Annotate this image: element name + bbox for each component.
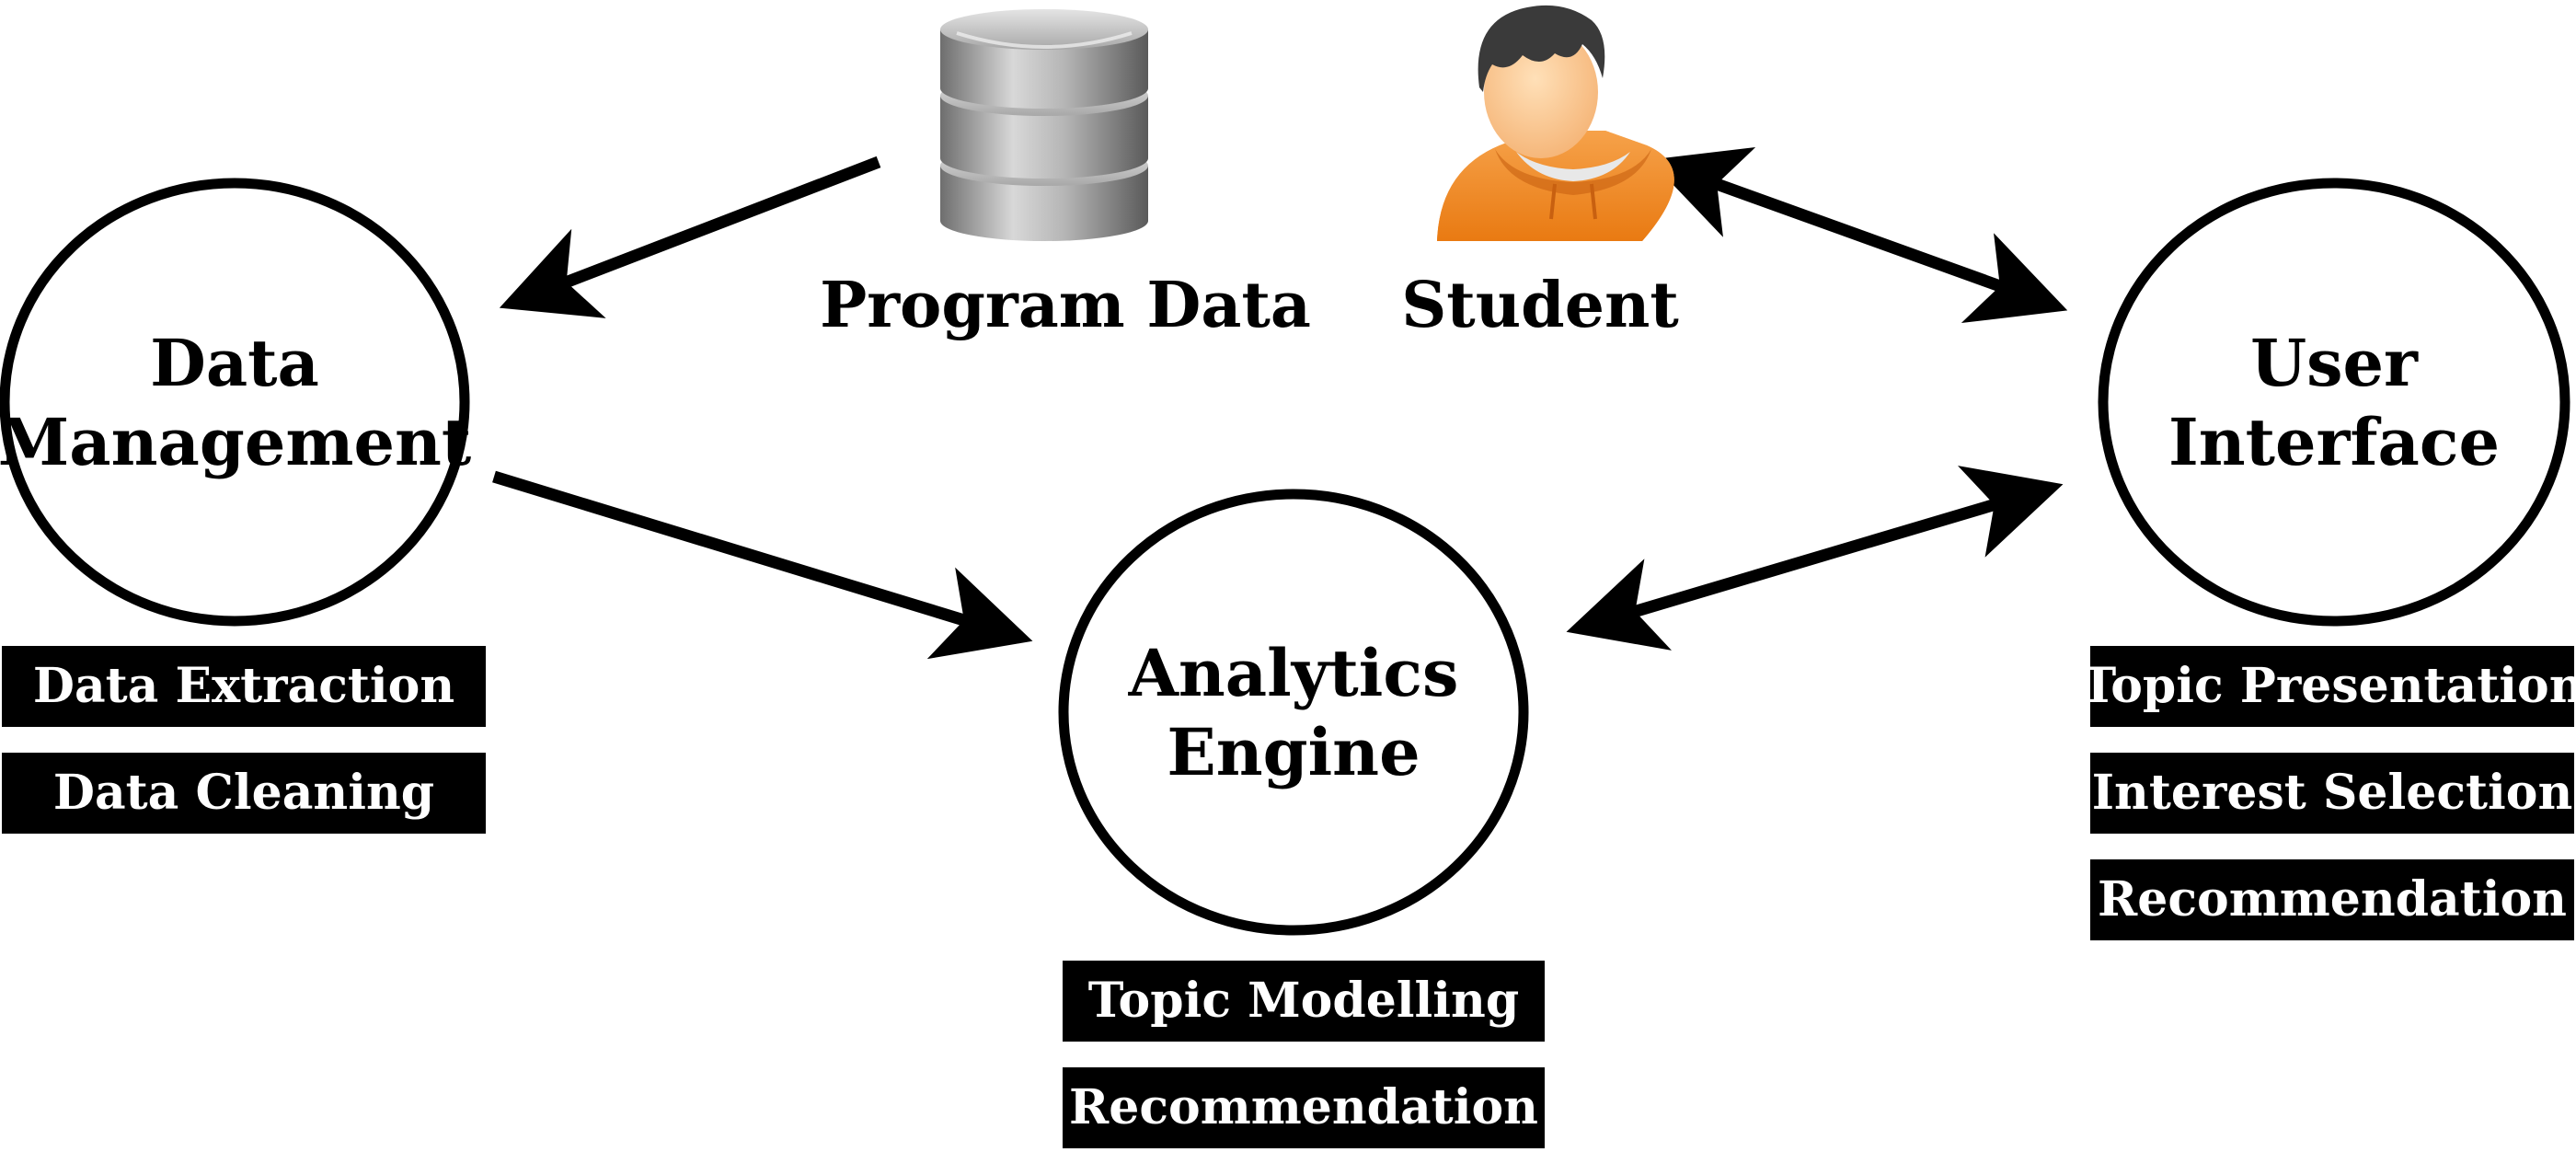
tag-group-data-management: Data Extraction Data Cleaning: [2, 646, 486, 834]
tag-box: [2090, 646, 2574, 727]
node-user-interface-line1: User: [2250, 325, 2419, 401]
tag-box: [2, 646, 486, 727]
node-analytics-engine: Analytics Engine: [1058, 489, 1529, 936]
node-user-interface: User Interface: [2098, 178, 2570, 627]
arrow-analytics-userinterface: [1566, 466, 2064, 651]
node-analytics-engine-line2: Engine: [1167, 714, 1420, 790]
node-user-interface-line2: Interface: [2168, 404, 2500, 480]
tag-box: [2090, 753, 2574, 834]
arrow-student-userinterface: [1649, 146, 2068, 324]
tag-group-user-interface: Topic Presentation Interest Selection Re…: [2080, 646, 2576, 940]
node-data-management-line1: Data: [150, 325, 319, 401]
node-data-management-line2: Management: [0, 404, 471, 480]
tag-topic-modelling: Topic Modelling: [1088, 973, 1519, 1029]
student-person-icon: [1437, 5, 1674, 241]
tag-recommendation-ui: Recommendation: [2098, 871, 2567, 927]
tag-interest-selection: Interest Selection: [2092, 765, 2573, 821]
database-icon: [940, 9, 1148, 241]
tag-recommendation: Recommendation: [1069, 1079, 1538, 1135]
student-label: Student: [1401, 269, 1679, 342]
arrow-programdata-to-datamanagement: [499, 156, 881, 318]
tag-data-cleaning: Data Cleaning: [53, 765, 434, 821]
tag-data-extraction: Data Extraction: [33, 658, 454, 714]
arrow-datamanagement-to-analytics: [492, 470, 1033, 660]
tag-box: [1063, 961, 1545, 1042]
program-data-label: Program Data: [820, 269, 1311, 342]
node-data-management: Data Management: [0, 178, 471, 627]
tag-topic-presentation: Topic Presentation: [2080, 658, 2576, 714]
tag-box: [2090, 859, 2574, 940]
tag-group-analytics-engine: Topic Modelling Recommendation: [1063, 961, 1545, 1148]
tag-box: [1063, 1067, 1545, 1148]
node-analytics-engine-line1: Analytics: [1128, 635, 1459, 711]
arrows: [492, 146, 2068, 660]
tag-box: [2, 753, 486, 834]
